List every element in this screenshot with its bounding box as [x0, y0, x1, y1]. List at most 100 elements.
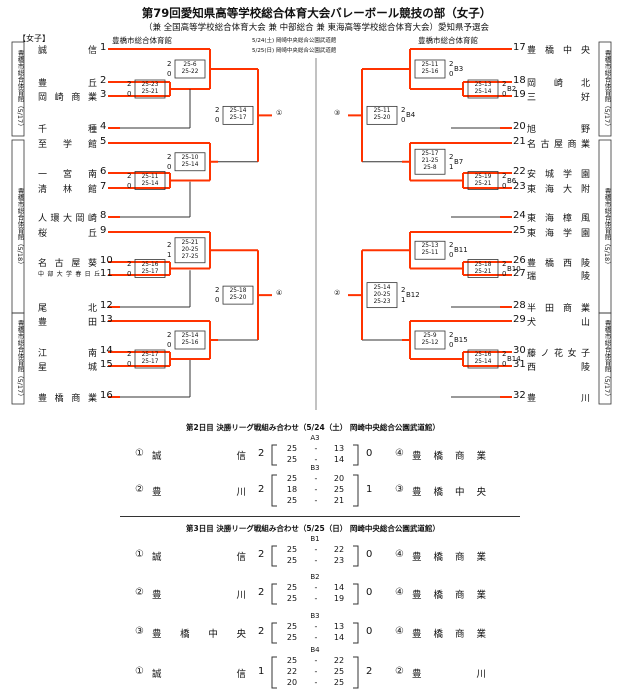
set-score: 25-21 — [181, 239, 199, 246]
set-score-left: 25 — [286, 633, 298, 642]
team-name: 旭野 — [527, 125, 593, 135]
team-name: 誠信 — [38, 46, 100, 56]
side-label-left_bot: 豊橋市総合体育館（5/17） — [16, 319, 24, 400]
team-name: 豊橋中央 — [527, 46, 593, 56]
sets-won: 2 — [401, 286, 406, 295]
right-sets: 0 — [366, 448, 373, 459]
team-number: 24 — [513, 210, 526, 221]
score-bracket — [353, 545, 359, 567]
score-bracket — [271, 474, 277, 507]
team-name: 桜丘 — [38, 229, 100, 239]
team-number: 16 — [100, 390, 113, 401]
team-name: 豊川 — [527, 394, 593, 404]
set-dash: - — [314, 474, 318, 483]
left-sets: 2 — [258, 483, 265, 495]
set-score: 25-11 — [141, 173, 159, 180]
score-bracket — [271, 444, 277, 466]
match-label: B6 — [507, 176, 517, 185]
team-number: 12 — [100, 300, 113, 311]
set-score-right: 19 — [333, 594, 345, 603]
set-score: 25-20 — [229, 295, 247, 302]
match-label: B4 — [406, 111, 416, 120]
set-score: 25-21 — [474, 180, 492, 187]
team-name: 一宮南 — [38, 170, 100, 180]
set-score-right: 13 — [333, 622, 345, 631]
score-box — [174, 330, 206, 350]
team-number: 17 — [513, 42, 526, 53]
team-name: 豊橋西陵 — [527, 259, 593, 269]
set-score-right: 13 — [333, 444, 345, 453]
set-score: 25-14 — [229, 108, 247, 115]
left-team: 誠信 — [152, 668, 252, 680]
sets-won: 2 — [127, 350, 132, 358]
right-sets: 0 — [366, 626, 373, 637]
set-score-left: 25 — [286, 444, 298, 453]
right-sets: 1 — [366, 483, 373, 495]
score-box — [134, 171, 166, 190]
score-bracket — [353, 622, 359, 644]
set-score: 25-14 — [474, 89, 492, 95]
left-seed-mark: ② — [135, 587, 144, 598]
sets-lost: 0 — [502, 269, 507, 278]
right-seed-mark: ② — [395, 665, 404, 677]
set-score: 25-13 — [474, 82, 492, 88]
right-seed-mark: ③ — [395, 483, 404, 495]
set-score-left: 25 — [286, 594, 298, 603]
set-score: 25-21 — [141, 89, 159, 95]
set-score: 27-25 — [181, 253, 199, 260]
sets-lost: 0 — [449, 70, 454, 78]
set-score: 25-23 — [373, 298, 391, 305]
team-name: 名古屋葵 — [38, 259, 100, 269]
score-box — [366, 282, 398, 309]
team-name: 清林館 — [38, 185, 100, 195]
score-bracket — [271, 656, 277, 689]
team-number: 11 — [100, 268, 113, 279]
team-name: 東海学園 — [527, 229, 593, 239]
score-bracket — [353, 474, 359, 507]
set-dash: - — [314, 444, 318, 453]
set-score-left: 25 — [286, 556, 298, 565]
right-seed-mark: ④ — [395, 448, 404, 459]
set-score-right: 21 — [333, 496, 345, 505]
team-name: 犬山 — [527, 318, 593, 328]
right-team: 豊橋商業 — [412, 451, 492, 462]
set-score: 25-16 — [474, 352, 492, 358]
right-sets: 0 — [366, 549, 373, 560]
left-team: 誠信 — [152, 451, 252, 462]
score-box — [366, 105, 398, 125]
set-score: 25-14 — [181, 333, 199, 339]
sets-lost: 0 — [215, 116, 220, 125]
score-box — [467, 349, 499, 369]
match-label: B11 — [454, 246, 468, 255]
sets-won: 2 — [401, 106, 406, 115]
team-name: 尾北 — [38, 304, 100, 314]
team-number: 13 — [100, 314, 113, 325]
set-score: 25-18 — [229, 288, 247, 295]
team-number: 27 — [513, 268, 526, 279]
sets-won: 2 — [127, 80, 132, 88]
sets-lost: 0 — [449, 341, 454, 349]
set-score: 25-13 — [421, 243, 439, 250]
team-name: 藤ノ花女子 — [527, 349, 593, 359]
score-box — [414, 330, 446, 350]
sets-won: 2 — [167, 241, 172, 250]
set-score-left: 25 — [286, 474, 298, 483]
page-title: 第79回愛知県高等学校総合体育大会バレーボール競技の部（女子） — [141, 6, 492, 20]
right-team: 豊川 — [412, 668, 492, 680]
left-seed-mark: ② — [135, 483, 144, 495]
left-team: 豊川 — [152, 590, 252, 601]
match-label: B1 — [310, 535, 320, 543]
side-box-left_bot — [11, 312, 25, 405]
set-score-left: 25 — [286, 496, 298, 505]
set-score: 20-25 — [181, 246, 199, 253]
side-box-right_bot — [598, 312, 612, 405]
set-score: 25-14 — [141, 180, 159, 187]
left-sets: 2 — [258, 448, 265, 459]
team-number: 19 — [513, 89, 526, 100]
team-name: 半田商業 — [527, 304, 593, 314]
team-number: 14 — [100, 345, 113, 356]
set-score-left: 25 — [286, 656, 298, 665]
page-subtitle: （兼 全国高等学校総合体育大会 兼 中部総合 兼 東海高等学校総合体育大会）愛知… — [143, 23, 489, 33]
set-score: 25-14 — [474, 359, 492, 365]
set-score-left: 25 — [286, 583, 298, 592]
